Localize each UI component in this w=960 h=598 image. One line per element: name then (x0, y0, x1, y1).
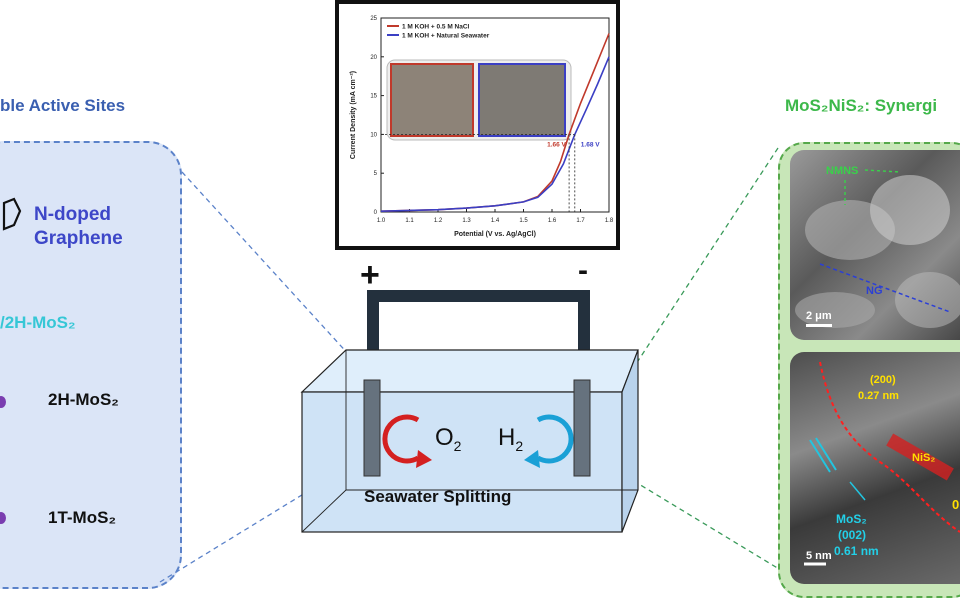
y-axis-label: Current Density (mA cm⁻²) (350, 71, 357, 159)
y-tick-label: 0 (374, 210, 378, 216)
hydrogen-label: H2 (498, 424, 524, 454)
seawater-splitting-label: Seawater Splitting (364, 487, 512, 506)
sem-image (790, 150, 960, 340)
x-tick-label: 1.7 (576, 218, 585, 224)
mos2-1t-dot-icon (0, 512, 6, 524)
x-tick-label: 1.5 (519, 218, 528, 224)
sem-nmns-tag: NMNS (826, 165, 859, 177)
left-panel-title: ble Active Sites (0, 96, 126, 115)
x-tick-label: 1.8 (605, 218, 614, 224)
hydrogen-cycle-arrow-icon (536, 414, 574, 464)
tem-mos2-label: MoS₂ (836, 512, 867, 526)
graphene-ring-icon (2, 197, 22, 231)
tem-image (790, 352, 960, 584)
annotation-label: 1.68 V (581, 141, 600, 148)
tem-200-spacing: 0.27 nm (858, 390, 899, 402)
legend-label-0: 1 M KOH + 0.5 M NaCl (402, 24, 470, 31)
y-tick-label: 25 (370, 16, 377, 22)
x-tick-label: 1.3 (462, 218, 471, 224)
sem-scale-bar-label: 2 μm (806, 310, 832, 322)
x-tick-label: 1.1 (405, 218, 414, 224)
y-tick-label: 10 (370, 132, 377, 138)
tem-edge-label: 0 (952, 497, 960, 512)
legend-label-1: 1 M KOH + Natural Seawater (402, 33, 490, 40)
y-tick-label: 20 (370, 55, 377, 61)
ng-label-line2: Graphene (34, 228, 123, 249)
tem-nis2-label: NiS₂ (912, 452, 936, 464)
x-tick-label: 1.6 (548, 218, 557, 224)
oxygen-cycle-arrow-icon (382, 414, 420, 464)
right-panel-title: MoS₂NiS₂: Synergi (785, 96, 938, 115)
mos2-2h-label: 2H-MoS₂ (48, 390, 119, 409)
sem-ng-tag: NG (866, 285, 883, 297)
y-tick-label: 5 (374, 171, 378, 177)
x-tick-label: 1.2 (434, 218, 443, 224)
anode-plus-sign: + (360, 256, 380, 294)
cathode-electrode (573, 379, 591, 477)
mos2-2h-dot-icon (0, 396, 6, 408)
active-sites-panel (0, 141, 182, 589)
annotation-label: 1.66 V (547, 141, 566, 148)
mos2-mixed-label: /2H-MoS₂ (0, 313, 76, 332)
cathode-minus-sign: - (578, 254, 588, 287)
anode-electrode (363, 379, 381, 477)
mos2-1t-label: 1T-MoS₂ (48, 508, 116, 527)
series-line-1 (380, 56, 610, 212)
x-tick-label: 1.0 (377, 218, 386, 224)
lsv-chart: 1.0 1.1 1.2 1.3 1.4 1.5 1.6 1.7 1.8 0 5 10 15 20 25Pot… (350, 16, 614, 238)
oxygen-label: O2 (435, 424, 462, 454)
tem-002-spacing: 0.61 nm (834, 544, 879, 558)
tem-002-plane: (002) (838, 528, 867, 542)
inset-photo-nacl (390, 63, 474, 137)
y-tick-label: 15 (370, 94, 377, 100)
ng-label-line1: N-doped (34, 204, 112, 225)
tem-scale-bar-label: 5 nm (806, 550, 832, 562)
x-tick-label: 1.4 (491, 218, 500, 224)
electrolysis-cell (300, 290, 639, 533)
ng-label: N-doped Graphene (34, 203, 123, 251)
x-axis-label: Potential (V vs. Ag/AgCl) (454, 231, 536, 238)
tem-200-plane: (200) (870, 374, 896, 386)
inset-photo-seawater (478, 63, 566, 137)
